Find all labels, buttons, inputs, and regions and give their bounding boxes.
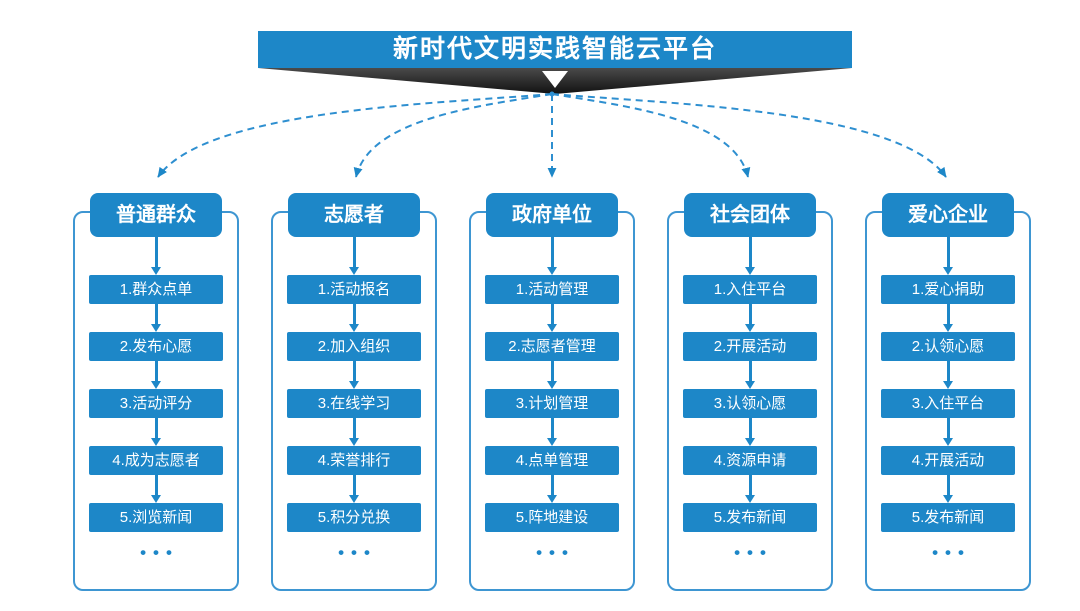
down-arrow-icon: [743, 475, 757, 503]
step-box: 2.志愿者管理: [485, 332, 619, 361]
fan-hub-point: [549, 91, 555, 97]
down-arrow-icon: [941, 361, 955, 389]
column-header: 普通群众: [90, 193, 222, 237]
platform-title-banner: 新时代文明实践智能云平台: [258, 31, 852, 68]
fan-connector-1: [157, 93, 553, 178]
column-social-organizations: 社会团体 1.入住平台 2.开展活动 3.认领心愿 4.资源申请 5.发布新闻 …: [667, 193, 833, 591]
down-arrow-icon: [149, 418, 163, 446]
step-box: 1.活动管理: [485, 275, 619, 304]
step-box: 1.爱心捐助: [881, 275, 1015, 304]
step-box: 5.浏览新闻: [89, 503, 223, 532]
step-box: 5.发布新闻: [881, 503, 1015, 532]
fan-connector-2: [353, 93, 553, 178]
down-arrow-icon: [545, 418, 559, 446]
ellipsis: •••: [338, 543, 377, 562]
down-arrow-icon: [545, 361, 559, 389]
step-box: 1.入住平台: [683, 275, 817, 304]
step-box: 4.资源申请: [683, 446, 817, 475]
down-arrow-icon: [941, 237, 955, 275]
step-box: 2.认领心愿: [881, 332, 1015, 361]
step-box: 5.积分兑换: [287, 503, 421, 532]
title-down-arrow-icon: [542, 71, 568, 88]
step-box: 2.加入组织: [287, 332, 421, 361]
step-box: 3.活动评分: [89, 389, 223, 418]
column-header: 社会团体: [684, 193, 816, 237]
column-caring-enterprises: 爱心企业 1.爱心捐助 2.认领心愿 3.入住平台 4.开展活动 5.发布新闻 …: [865, 193, 1031, 591]
column-header: 政府单位: [486, 193, 618, 237]
step-box: 2.开展活动: [683, 332, 817, 361]
ellipsis: •••: [734, 543, 773, 562]
down-arrow-icon: [347, 237, 361, 275]
column-header: 爱心企业: [882, 193, 1014, 237]
down-arrow-icon: [347, 475, 361, 503]
column-volunteers: 志愿者 1.活动报名 2.加入组织 3.在线学习 4.荣誉排行 5.积分兑换 •…: [271, 193, 437, 591]
down-arrow-icon: [941, 418, 955, 446]
step-box: 4.点单管理: [485, 446, 619, 475]
down-arrow-icon: [743, 304, 757, 332]
connector-layer: [157, 68, 947, 178]
step-box: 4.成为志愿者: [89, 446, 223, 475]
ellipsis: •••: [140, 543, 179, 562]
ellipsis: •••: [932, 543, 971, 562]
step-box: 5.发布新闻: [683, 503, 817, 532]
down-arrow-icon: [743, 237, 757, 275]
step-box: 3.计划管理: [485, 389, 619, 418]
step-box: 3.在线学习: [287, 389, 421, 418]
fan-connector-4: [551, 93, 751, 178]
step-box: 5.阵地建设: [485, 503, 619, 532]
down-arrow-icon: [347, 361, 361, 389]
step-box: 1.群众点单: [89, 275, 223, 304]
column-header: 志愿者: [288, 193, 420, 237]
down-arrow-icon: [941, 475, 955, 503]
step-box: 3.认领心愿: [683, 389, 817, 418]
down-arrow-icon: [347, 304, 361, 332]
down-arrow-icon: [149, 237, 163, 275]
column-government-units: 政府单位 1.活动管理 2.志愿者管理 3.计划管理 4.点单管理 5.阵地建设…: [469, 193, 635, 591]
down-arrow-icon: [545, 237, 559, 275]
step-box: 3.入住平台: [881, 389, 1015, 418]
down-arrow-icon: [743, 418, 757, 446]
down-arrow-icon: [545, 475, 559, 503]
ellipsis: •••: [536, 543, 575, 562]
step-box: 4.开展活动: [881, 446, 1015, 475]
down-arrow-icon: [941, 304, 955, 332]
down-arrow-icon: [149, 475, 163, 503]
step-box: 4.荣誉排行: [287, 446, 421, 475]
step-box: 1.活动报名: [287, 275, 421, 304]
step-box: 2.发布心愿: [89, 332, 223, 361]
down-arrow-icon: [347, 418, 361, 446]
fan-connector-5: [551, 93, 947, 178]
down-arrow-icon: [149, 361, 163, 389]
down-arrow-icon: [545, 304, 559, 332]
down-arrow-icon: [743, 361, 757, 389]
column-ordinary-people: 普通群众 1.群众点单 2.发布心愿 3.活动评分 4.成为志愿者 5.浏览新闻…: [73, 193, 239, 591]
down-arrow-icon: [149, 304, 163, 332]
